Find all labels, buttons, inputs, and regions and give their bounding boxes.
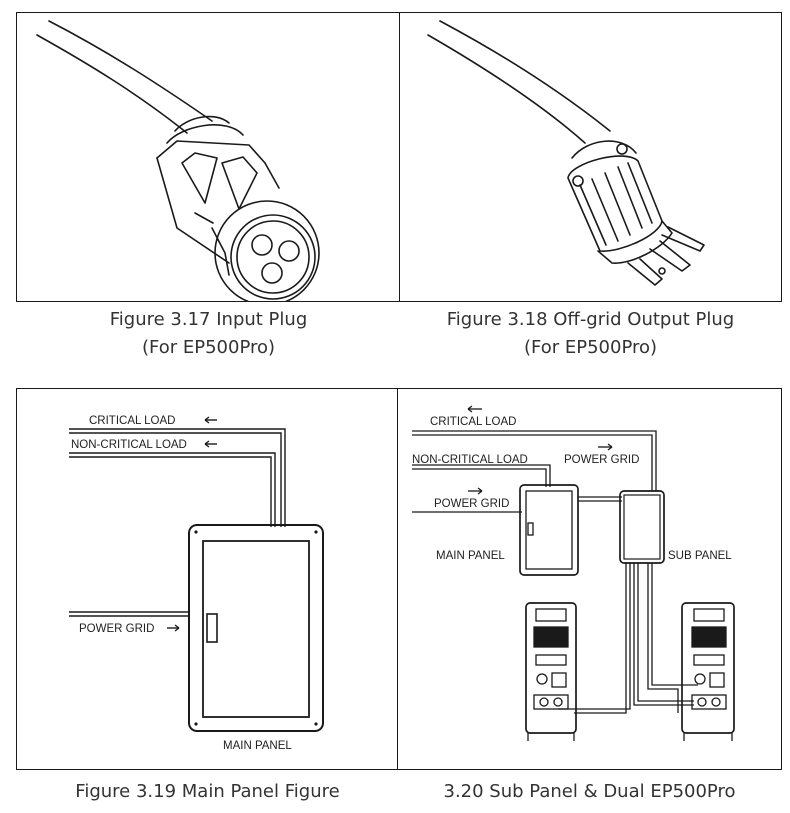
main-panel-figure: CRITICAL LOAD NON-CRITICAL LOAD POWER GR… bbox=[16, 388, 399, 770]
sub-power-grid-top-label: POWER GRID bbox=[564, 454, 639, 466]
sub-panel-caption: 3.20 Sub Panel & Dual EP500Pro bbox=[443, 781, 736, 802]
sub-panel-figure: CRITICAL LOAD NON-CRITICAL LOAD POWER GR… bbox=[397, 388, 782, 770]
sub-panel-diagram: CRITICAL LOAD NON-CRITICAL LOAD POWER GR… bbox=[412, 405, 735, 741]
input-plug-caption-line2: (For EP500Pro) bbox=[141, 337, 276, 358]
main-panel-caption: Figure 3.19 Main Panel Figure bbox=[75, 781, 340, 802]
main-panel-label: MAIN PANEL bbox=[223, 740, 292, 752]
input-plug-figure bbox=[16, 12, 401, 302]
sub-critical-load-label: CRITICAL LOAD bbox=[430, 416, 516, 428]
main-power-grid-label: POWER GRID bbox=[79, 623, 154, 635]
sub-panel-label: SUB PANEL bbox=[668, 550, 732, 562]
sub-main-panel-label: MAIN PANEL bbox=[436, 550, 505, 562]
input-plug-caption: Figure 3.17 Input Plug (For EP500Pro) bbox=[16, 306, 401, 362]
input-plug-illustration bbox=[36, 20, 320, 301]
main-non-critical-load-label: NON-CRITICAL LOAD bbox=[71, 439, 187, 451]
output-plug-illustration bbox=[427, 20, 705, 286]
sub-power-grid-left-label: POWER GRID bbox=[434, 498, 509, 510]
main-critical-load-label: CRITICAL LOAD bbox=[89, 415, 175, 427]
main-panel-diagram: CRITICAL LOAD NON-CRITICAL LOAD POWER GR… bbox=[69, 415, 324, 752]
output-plug-caption: Figure 3.18 Off-grid Output Plug (For EP… bbox=[399, 306, 782, 362]
input-plug-caption-line1: Figure 3.17 Input Plug bbox=[109, 309, 308, 330]
output-plug-caption-line2: (For EP500Pro) bbox=[523, 337, 658, 358]
sub-non-critical-load-label: NON-CRITICAL LOAD bbox=[412, 454, 528, 466]
output-plug-figure bbox=[399, 12, 782, 302]
output-plug-caption-line1: Figure 3.18 Off-grid Output Plug bbox=[446, 309, 735, 330]
